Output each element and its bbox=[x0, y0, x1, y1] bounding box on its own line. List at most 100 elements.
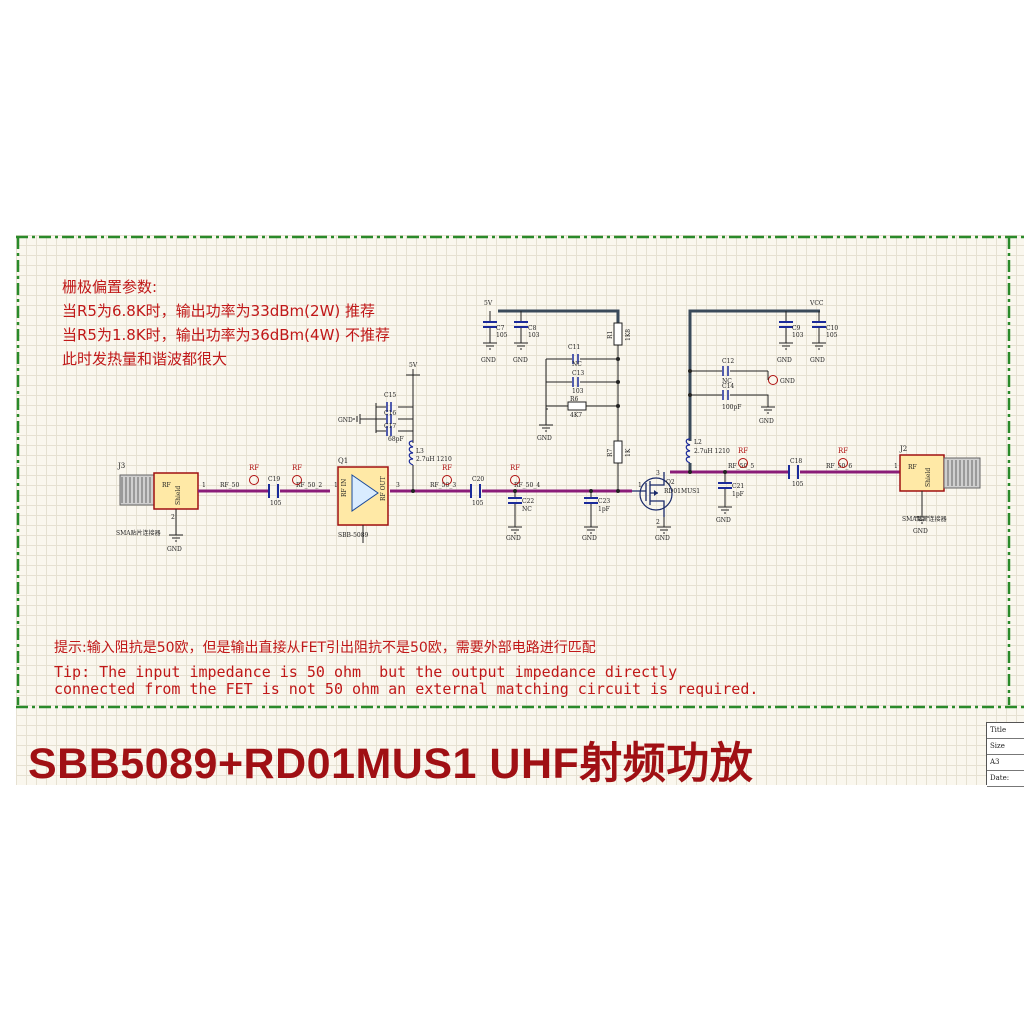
svg-text:RF: RF bbox=[510, 464, 520, 472]
svg-text:100pF: 100pF bbox=[722, 404, 741, 411]
svg-text:105: 105 bbox=[270, 500, 282, 507]
svg-text:C7: C7 bbox=[496, 325, 505, 332]
svg-text:GND: GND bbox=[913, 528, 928, 535]
svg-text:C19: C19 bbox=[268, 476, 280, 483]
svg-text:GND: GND bbox=[167, 546, 182, 553]
svg-text:1: 1 bbox=[202, 482, 206, 489]
svg-text:GND: GND bbox=[537, 435, 552, 442]
svg-text:RF_50: RF_50 bbox=[220, 482, 239, 489]
bias-note-line3: 当R5为1.8K时，输出功率为36dBm(4W) 不推荐 bbox=[62, 326, 391, 344]
svg-text:GND: GND bbox=[506, 535, 521, 542]
svg-text:C21: C21 bbox=[732, 483, 744, 490]
svg-text:Q1: Q1 bbox=[338, 457, 348, 465]
title-block: Title Size A3 Date: bbox=[986, 722, 1024, 787]
svg-text:C14: C14 bbox=[722, 383, 734, 390]
svg-text:C17: C17 bbox=[384, 423, 396, 430]
svg-text:NC: NC bbox=[572, 361, 582, 368]
inductor-l3: L3 2.7uH 1210 bbox=[408, 431, 452, 493]
svg-text:C23: C23 bbox=[598, 498, 610, 505]
fet-q2: GND 1 3 2 Q2 RD01MUS1 bbox=[632, 470, 700, 542]
svg-text:R6: R6 bbox=[570, 396, 579, 403]
svg-text:GND: GND bbox=[777, 357, 792, 364]
svg-text:RF_50_4: RF_50_4 bbox=[514, 482, 540, 489]
title-block-size: Size bbox=[987, 739, 1024, 755]
svg-text:1: 1 bbox=[638, 482, 642, 489]
svg-text:RF: RF bbox=[162, 482, 171, 489]
svg-text:3: 3 bbox=[656, 470, 660, 477]
svg-text:RF_50_6: RF_50_6 bbox=[826, 463, 852, 470]
bias-note-line2: 当R5为6.8K时，输出功率为33dBm(2W) 推荐 bbox=[62, 302, 376, 320]
svg-text:C15: C15 bbox=[384, 392, 396, 399]
svg-text:VCC: VCC bbox=[809, 300, 824, 307]
amplifier-q1: RF IN RF OUT Q1 1 3 SBB-5089 bbox=[334, 457, 400, 543]
connector-j3: RF Shield J3 1 2 SMA贴片连接器 bbox=[116, 462, 206, 537]
svg-text:RF_50_3: RF_50_3 bbox=[430, 482, 456, 489]
svg-text:5V: 5V bbox=[484, 300, 493, 307]
svg-text:103: 103 bbox=[792, 332, 804, 339]
capacitor-c19: C19 105 bbox=[268, 476, 282, 507]
svg-text:Q2: Q2 bbox=[666, 479, 675, 486]
svg-text:GND: GND bbox=[338, 417, 353, 424]
connector-j2: RF Shield J2 1 GND SMA贴片连接器 bbox=[894, 445, 981, 535]
svg-text:68pF: 68pF bbox=[388, 436, 404, 443]
svg-text:105: 105 bbox=[496, 332, 508, 339]
svg-text:SMA贴片连接器: SMA贴片连接器 bbox=[902, 515, 947, 523]
svg-text:1pF: 1pF bbox=[732, 491, 744, 498]
bias-note-line4: 此时发热量和谐波都很大 bbox=[62, 350, 228, 368]
svg-text:Shield: Shield bbox=[175, 486, 182, 505]
svg-text:GND: GND bbox=[513, 357, 528, 364]
svg-text:RF IN: RF IN bbox=[341, 479, 348, 497]
svg-text:J3: J3 bbox=[117, 462, 125, 470]
svg-text:105: 105 bbox=[826, 332, 838, 339]
rf-probe-tags: RF RF RF RF RF RF bbox=[249, 447, 848, 485]
svg-text:L3: L3 bbox=[416, 448, 424, 455]
svg-text:NC: NC bbox=[522, 506, 532, 513]
svg-text:GND: GND bbox=[481, 357, 496, 364]
svg-text:C20: C20 bbox=[472, 476, 484, 483]
svg-text:C13: C13 bbox=[572, 370, 584, 377]
svg-text:4K7: 4K7 bbox=[570, 412, 582, 419]
svg-text:1K8: 1K8 bbox=[625, 329, 632, 341]
capacitor-c20: C20 105 bbox=[470, 476, 484, 507]
svg-text:J2: J2 bbox=[899, 445, 907, 453]
title-block-title: Title bbox=[987, 723, 1024, 739]
svg-text:GND: GND bbox=[759, 418, 774, 425]
svg-text:C22: C22 bbox=[522, 498, 534, 505]
svg-text:RD01MUS1: RD01MUS1 bbox=[664, 488, 700, 495]
svg-text:5V: 5V bbox=[409, 362, 418, 369]
capacitor-c22: C22 NC GND bbox=[506, 489, 534, 542]
svg-text:GND: GND bbox=[780, 378, 795, 385]
svg-text:1: 1 bbox=[334, 482, 338, 489]
svg-text:NC: NC bbox=[722, 378, 732, 385]
svg-text:RF: RF bbox=[908, 464, 917, 471]
svg-text:C9: C9 bbox=[792, 325, 801, 332]
drain-supply-network: L2 2.7uH 1210 VCC C9 103 C10 105 GND GND… bbox=[685, 300, 838, 474]
gate-bias-network: 5V C7 105 C8 103 GND GND R1 1K8 C11 NC C… bbox=[481, 300, 632, 493]
svg-text:103: 103 bbox=[528, 332, 540, 339]
svg-text:C10: C10 bbox=[826, 325, 838, 332]
svg-text:R7: R7 bbox=[607, 448, 614, 457]
svg-text:C12: C12 bbox=[722, 358, 734, 365]
svg-text:3: 3 bbox=[396, 482, 400, 489]
decoupling-c15-c17: 5V GND C15 C16 C17 68pF bbox=[338, 362, 420, 443]
svg-text:105: 105 bbox=[792, 481, 804, 488]
schematic-sheet: RF Shield J3 1 2 SMA贴片连接器 RF_50 RF_50_2 … bbox=[16, 235, 1024, 785]
svg-text:RF: RF bbox=[738, 447, 748, 455]
svg-text:SBB-5089: SBB-5089 bbox=[338, 532, 369, 539]
svg-text:RF: RF bbox=[442, 464, 452, 472]
svg-text:Shield: Shield bbox=[925, 468, 932, 487]
svg-text:2.7uH 1210: 2.7uH 1210 bbox=[694, 448, 730, 455]
svg-text:RF OUT: RF OUT bbox=[380, 476, 387, 501]
svg-text:SMA贴片连接器: SMA贴片连接器 bbox=[116, 529, 161, 537]
title-block-size-value: A3 bbox=[987, 755, 1024, 771]
svg-text:GND: GND bbox=[655, 535, 670, 542]
title-block-date: Date: bbox=[987, 771, 1024, 787]
svg-text:C8: C8 bbox=[528, 325, 537, 332]
tip-chinese: 提示:输入阻抗是50欧，但是输出直接从FET引出阻抗不是50欧，需要外部电路进行… bbox=[54, 640, 596, 656]
svg-text:1: 1 bbox=[894, 463, 898, 470]
capacitor-c23: C23 1pF GND bbox=[582, 489, 610, 542]
svg-text:1K: 1K bbox=[625, 448, 632, 457]
svg-text:2.7uH 1210: 2.7uH 1210 bbox=[416, 456, 452, 463]
svg-text:RF_50_5: RF_50_5 bbox=[728, 463, 754, 470]
svg-text:RF_50_2: RF_50_2 bbox=[296, 482, 322, 489]
